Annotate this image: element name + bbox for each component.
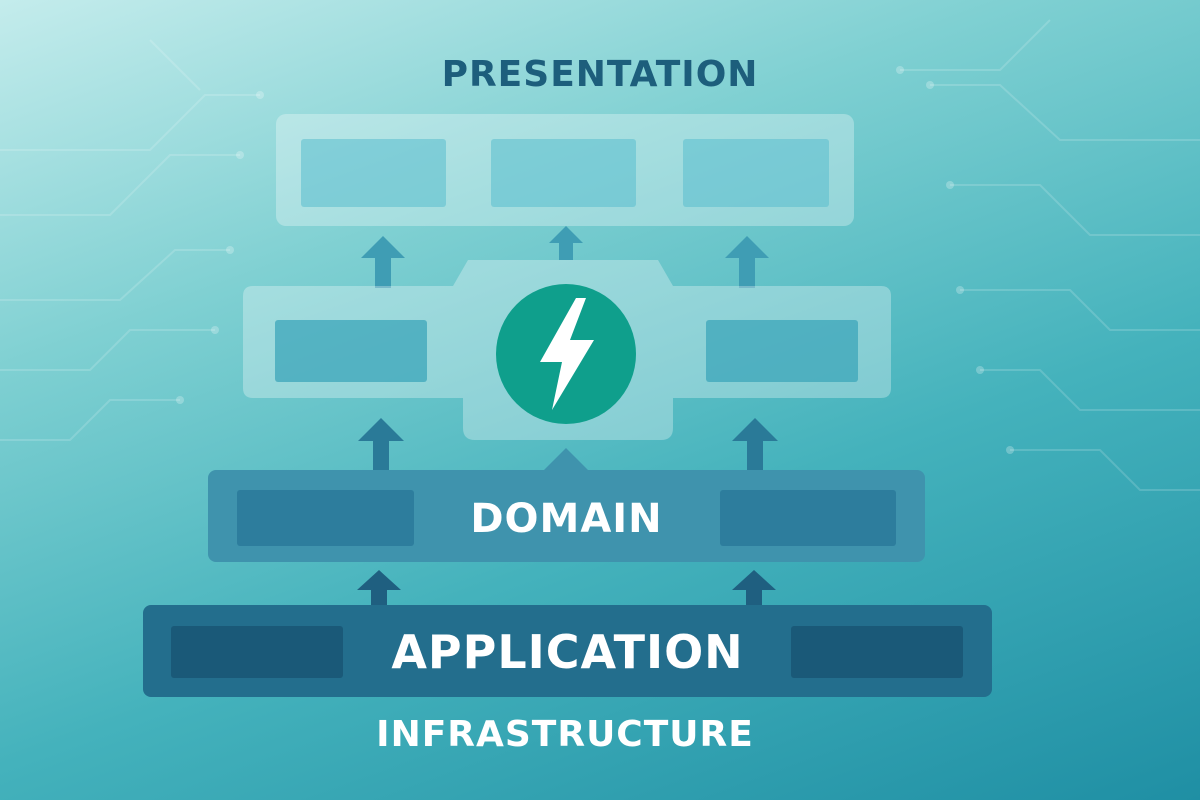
presentation-layer-panel	[276, 114, 854, 226]
domain-layer-label: DOMAIN	[470, 496, 663, 542]
application-component-right	[791, 626, 963, 678]
presentation-layer-label: PRESENTATION	[441, 54, 759, 95]
arrow-up-icon	[361, 236, 405, 288]
presentation-component-2	[491, 139, 636, 207]
arrow-up-icon	[725, 236, 769, 288]
arrow-up-icon	[358, 418, 404, 472]
application-component-left	[171, 626, 343, 678]
domain-component-right	[720, 490, 896, 546]
domain-component-left	[237, 490, 414, 546]
arrow-up-icon	[732, 418, 778, 472]
arrow-up-icon	[542, 448, 590, 472]
service-component-left	[275, 320, 427, 382]
application-layer-label: APPLICATION	[391, 625, 744, 679]
service-component-right	[706, 320, 858, 382]
domain-layer-panel	[208, 470, 925, 562]
arrow-up-icon	[732, 570, 776, 608]
infrastructure-layer-label: INFRASTRUCTURE	[376, 714, 754, 755]
lightning-bolt-icon	[496, 284, 636, 424]
presentation-component-1	[301, 139, 446, 207]
application-layer-panel	[143, 605, 992, 697]
presentation-component-3	[683, 139, 829, 207]
arrow-up-icon	[357, 570, 401, 608]
arrow-up-icon	[549, 226, 583, 260]
